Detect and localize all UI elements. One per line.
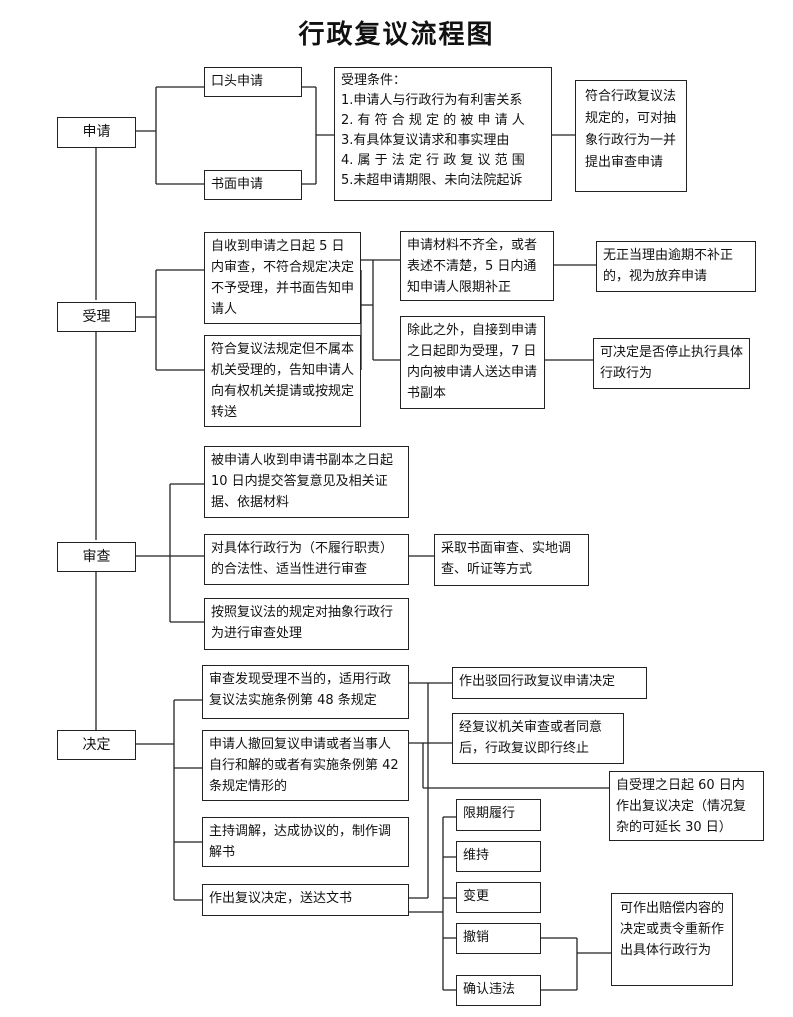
review-methods-box: 采取书面审查、实地调查、听证等方式	[434, 534, 589, 586]
oral-application-box: 口头申请	[204, 67, 302, 97]
mediation-box: 主持调解，达成协议的，制作调解书	[202, 817, 409, 867]
deadline-box: 自受理之日起 60 日内作出复议决定（情况复杂的可延长 30 日）	[609, 771, 764, 841]
terminate-box: 经复议机关审查或者同意后，行政复议即行终止	[452, 713, 624, 764]
condition-line: 受理条件：	[341, 73, 407, 88]
condition-line: 2. 有 符 合 规 定 的 被 申 请 人	[341, 113, 525, 128]
stage-decide: 决定	[57, 730, 136, 760]
abandon-box: 无正当理由逾期不补正的，视为放弃申请	[596, 241, 756, 292]
condition-line: 1.申请人与行政行为有利害关系	[341, 93, 523, 108]
legality-review-box: 对具体行政行为（不履行职责）的合法性、适当性进行审查	[204, 534, 409, 585]
respondent-reply-box: 被申请人收到申请书副本之日起 10 日内提交答复意见及相关证据、依据材料	[204, 446, 409, 518]
condition-line: 3.有具体复议请求和事实理由	[341, 133, 510, 148]
condition-line: 5.未超申请期限、未向法院起诉	[341, 173, 523, 188]
improper-acceptance-box: 审查发现受理不当的，适用行政复议法实施条例第 48 条规定	[202, 665, 409, 719]
page-title: 行政复议流程图	[298, 20, 495, 50]
outcome-deadline-performance: 限期履行	[456, 799, 541, 831]
abstract-act-review-box: 按照复议法的规定对抽象行政行为进行审查处理	[204, 598, 409, 650]
otherwise-accept-box: 除此之外，自接到申请之日起即为受理，7 日内向被申请人送达申请书副本	[400, 316, 545, 409]
transfer-box: 符合复议法规定但不属本机关受理的，告知申请人向有权机关提请或按规定转送	[204, 335, 361, 427]
issue-decision-box: 作出复议决定，送达文书	[202, 884, 409, 916]
suspend-execution-box: 可决定是否停止执行具体行政行为	[593, 338, 750, 389]
compensation-box: 可作出赔偿内容的决定或责令重新作出具体行政行为	[611, 893, 733, 986]
outcome-revoke: 撤销	[456, 923, 541, 954]
stage-review: 审查	[57, 542, 136, 572]
acceptance-conditions-box: 受理条件： 1.申请人与行政行为有利害关系 2. 有 符 合 规 定 的 被 申…	[334, 67, 552, 201]
stage-accept: 受理	[57, 302, 136, 332]
incomplete-materials-box: 申请材料不齐全，或者表述不清楚，5 日内通知申请人限期补正	[400, 231, 554, 301]
outcome-uphold: 维持	[456, 841, 541, 872]
stage-apply: 申请	[57, 117, 136, 148]
abstract-review-box: 符合行政复议法规定的，可对抽象行政行为一并提出审查申请	[575, 80, 687, 192]
outcome-confirm-illegal: 确认违法	[456, 975, 541, 1006]
written-application-box: 书面申请	[204, 170, 302, 200]
reject-decision-box: 作出驳回行政复议申请决定	[452, 667, 647, 699]
withdraw-box: 申请人撤回复议申请或者当事人自行和解的或者有实施条例第 42 条规定情形的	[202, 730, 409, 801]
five-day-review-box: 自收到申请之日起 5 日内审查，不符合规定决定不予受理，并书面告知申请人	[204, 232, 361, 324]
condition-line: 4. 属 于 法 定 行 政 复 议 范 围	[341, 153, 525, 168]
outcome-alter: 变更	[456, 882, 541, 913]
